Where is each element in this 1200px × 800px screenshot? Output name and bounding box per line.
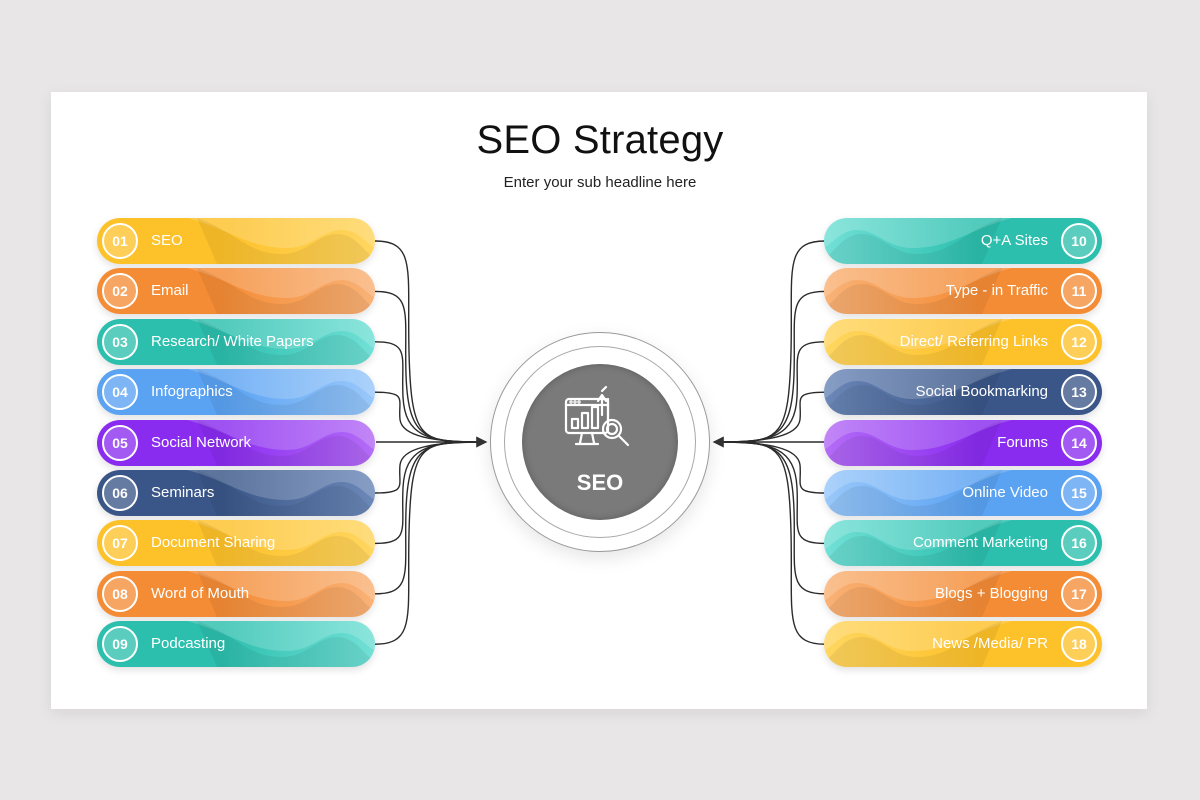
wave-decoration xyxy=(187,520,375,567)
strategy-item-10[interactable]: 10 Q+A Sites xyxy=(824,218,1102,264)
wave-decoration xyxy=(824,218,1012,264)
strategy-item-09[interactable]: 09 Podcasting xyxy=(97,621,375,668)
page-subtitle: Enter your sub headline here xyxy=(503,174,697,191)
strategy-item-02[interactable]: 02 Email xyxy=(97,268,375,315)
item-number-badge: 02 xyxy=(102,273,138,310)
wave-decoration xyxy=(824,419,1012,466)
wave-decoration xyxy=(824,520,1012,567)
item-label: News /Media/ PR xyxy=(932,635,1048,653)
wave-decoration xyxy=(187,621,375,668)
item-number-badge: 03 xyxy=(102,323,138,360)
strategy-item-16[interactable]: 16 Comment Marketing xyxy=(824,520,1102,567)
strategy-item-08[interactable]: 08 Word of Mouth xyxy=(97,570,375,617)
strategy-item-04[interactable]: 04 Infographics xyxy=(97,369,375,416)
wave-decoration xyxy=(187,218,375,264)
item-number-badge: 18 xyxy=(1061,626,1097,663)
item-label: Social Bookmarking xyxy=(915,383,1048,401)
strategy-item-06[interactable]: 06 Seminars xyxy=(97,470,375,516)
page-title: SEO Strategy xyxy=(476,118,724,162)
item-number-badge: 13 xyxy=(1061,374,1097,411)
strategy-item-05[interactable]: 05 Social Network xyxy=(97,419,375,466)
item-label: Forums xyxy=(997,433,1048,451)
item-label: Word of Mouth xyxy=(151,584,250,602)
item-number-badge: 10 xyxy=(1061,223,1097,259)
item-label: SEO xyxy=(151,232,183,249)
wave-decoration xyxy=(187,268,375,315)
item-label: Research/ White Papers xyxy=(151,332,314,350)
item-number-badge: 05 xyxy=(102,424,138,461)
item-number-badge: 08 xyxy=(102,575,138,612)
strategy-item-01[interactable]: 01 SEO xyxy=(97,218,375,264)
item-number-badge: 14 xyxy=(1061,424,1097,461)
item-label: Infographics xyxy=(151,383,233,401)
hub-core[interactable] xyxy=(522,364,678,520)
item-number-badge: 01 xyxy=(102,223,138,259)
strategy-item-03[interactable]: 03 Research/ White Papers xyxy=(97,318,375,365)
strategy-item-17[interactable]: 17 Blogs + Blogging xyxy=(824,570,1102,617)
item-label: Q+A Sites xyxy=(980,232,1048,249)
wave-decoration xyxy=(824,318,1012,365)
strategy-item-12[interactable]: 12 Direct/ Referring Links xyxy=(824,318,1102,365)
strategy-item-11[interactable]: 11 Type - in Traffic xyxy=(824,268,1102,315)
item-label: Comment Marketing xyxy=(912,534,1048,552)
item-label: Blogs + Blogging xyxy=(935,584,1048,602)
wave-decoration xyxy=(187,470,375,516)
wave-decoration xyxy=(824,470,1012,516)
item-label: Type - in Traffic xyxy=(945,282,1048,300)
item-label: Seminars xyxy=(151,484,215,501)
wave-decoration xyxy=(824,621,1012,668)
item-label: Online Video xyxy=(962,484,1048,501)
item-label: Document Sharing xyxy=(151,534,276,552)
item-number-badge: 15 xyxy=(1061,475,1097,511)
hub-label: SEO xyxy=(576,470,624,495)
item-number-badge: 12 xyxy=(1061,323,1097,360)
wave-decoration xyxy=(187,318,375,365)
item-label: Social Network xyxy=(151,433,252,451)
strategy-item-13[interactable]: 13 Social Bookmarking xyxy=(824,369,1102,416)
strategy-item-07[interactable]: 07 Document Sharing xyxy=(97,520,375,567)
item-number-badge: 06 xyxy=(102,475,138,511)
wave-decoration xyxy=(187,369,375,416)
strategy-item-14[interactable]: 14 Forums xyxy=(824,419,1102,466)
strategy-item-18[interactable]: 18 News /Media/ PR xyxy=(824,621,1102,668)
item-number-badge: 16 xyxy=(1061,525,1097,562)
item-number-badge: 09 xyxy=(102,626,138,663)
wave-decoration xyxy=(824,369,1012,416)
wave-decoration xyxy=(187,419,375,466)
item-number-badge: 07 xyxy=(102,525,138,562)
wave-decoration xyxy=(824,268,1012,315)
item-label: Email xyxy=(151,282,189,300)
wave-decoration xyxy=(824,570,1012,617)
seo-analytics-monitor-icon xyxy=(564,385,630,447)
item-number-badge: 17 xyxy=(1061,575,1097,612)
item-number-badge: 11 xyxy=(1061,273,1097,310)
item-number-badge: 04 xyxy=(102,374,138,411)
item-label: Podcasting xyxy=(151,635,226,653)
item-label: Direct/ Referring Links xyxy=(899,332,1048,350)
wave-decoration xyxy=(187,570,375,617)
strategy-item-15[interactable]: 15 Online Video xyxy=(824,470,1102,516)
